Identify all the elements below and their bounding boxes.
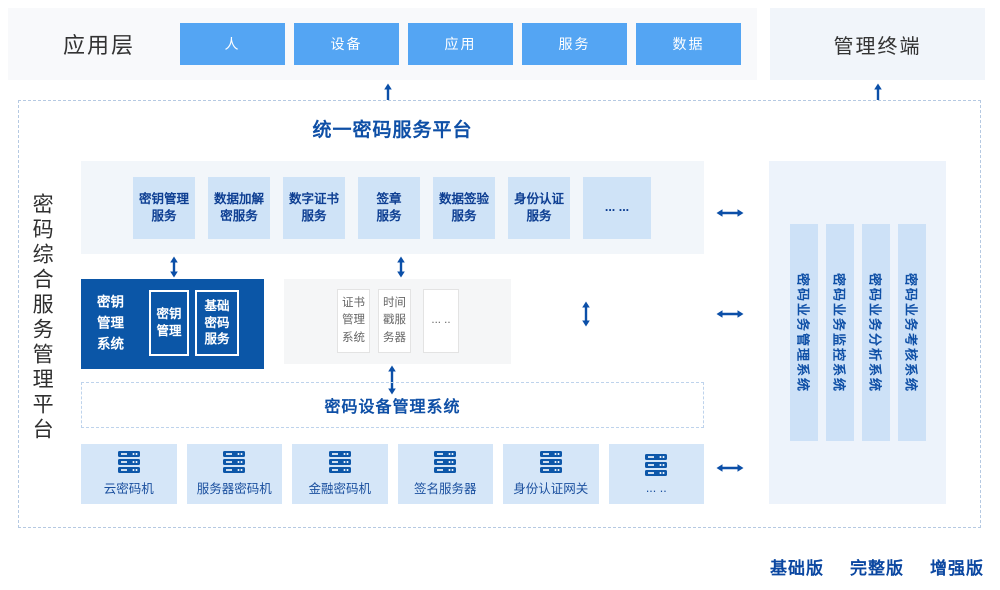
server-icon: [223, 451, 246, 473]
crypto-device-row: 云密码机 服务器密码机 金融密码机 签名服务器: [81, 444, 704, 504]
vertical-double-arrow-icon: [170, 256, 178, 278]
service-identity-auth: 身份认证 服务: [508, 177, 570, 239]
application-layer-items: 人 设备 应用 服务 数据: [180, 23, 741, 65]
device-identity-auth-gateway: 身份认证网关: [503, 444, 599, 504]
key-management-system-label: 密钥 管理 系统: [97, 294, 124, 352]
business-system-label: 密码业务分析系统: [867, 272, 882, 393]
business-system-monitoring: 密码业务监控系统: [825, 224, 854, 441]
editions-legend: 基础版 完整版 增强版: [770, 554, 984, 579]
horizontal-double-arrow-icon: [716, 464, 744, 472]
support-more: ... ..: [423, 289, 459, 353]
service-signature-seal: 签章 服务: [358, 177, 420, 239]
device-label: 身份认证网关: [513, 482, 589, 496]
server-icon: [328, 451, 351, 473]
server-icon: [117, 451, 140, 473]
application-layer-bar: 应用层 人 设备 应用 服务 数据: [8, 8, 757, 80]
business-system-management: 密码业务管理系统: [789, 224, 818, 441]
business-system-label: 密码业务管理系统: [795, 272, 810, 393]
vertical-double-arrow-icon: [582, 301, 590, 327]
business-system-label: 密码业务监控系统: [831, 272, 846, 393]
edition-complete: 完整版: [850, 559, 904, 578]
horizontal-double-arrow-icon: [716, 209, 744, 217]
horizontal-double-arrow-icon: [716, 310, 744, 318]
service-data-encryption: 数据加解 密服务: [208, 177, 270, 239]
device-server-crypto-machine: 服务器密码机: [186, 444, 282, 504]
app-item-device: 设备: [294, 23, 399, 65]
service-data-sign-verify: 数据签验 服务: [433, 177, 495, 239]
vertical-double-arrow-icon: [388, 365, 396, 395]
support-cert-management: 证书 管理 系统: [337, 289, 370, 353]
module-key-management: 密钥 管理: [149, 290, 189, 356]
device-financial-crypto-machine: 金融密码机: [292, 444, 388, 504]
vertical-double-arrow-icon: [397, 256, 405, 278]
device-cloud-crypto-machine: 云密码机: [81, 444, 177, 504]
support-timestamp-server: 时间 戳服 务器: [378, 289, 411, 353]
module-basic-crypto-service: 基础 密码 服务: [195, 290, 239, 356]
device-signature-server: 签名服务器: [397, 444, 493, 504]
app-item-application: 应用: [408, 23, 513, 65]
support-systems-box: 证书 管理 系统 时间 戳服 务器 ... ..: [284, 279, 511, 364]
device-label: 云密码机: [103, 482, 154, 496]
server-icon: [539, 451, 562, 473]
management-terminal-box: 管理终端: [770, 8, 985, 80]
edition-enhanced: 增强版: [930, 559, 984, 578]
business-system-analysis: 密码业务分析系统: [861, 224, 890, 441]
device-label: ... ..: [645, 480, 667, 495]
unified-platform-title: 统一密码服务平台: [312, 120, 473, 141]
server-icon: [434, 451, 457, 473]
device-label: 签名服务器: [413, 482, 477, 496]
business-systems-panel: 密码业务管理系统 密码业务监控系统 密码业务分析系统 密码业务考核系统: [769, 161, 946, 504]
service-digital-cert: 数字证书 服务: [283, 177, 345, 239]
device-label: 金融密码机: [308, 482, 371, 496]
app-item-service: 服务: [522, 23, 627, 65]
edition-basic: 基础版: [770, 559, 824, 578]
business-system-assessment: 密码业务考核系统: [897, 224, 926, 441]
app-item-data: 数据: [636, 23, 741, 65]
service-more: ... ...: [583, 177, 651, 239]
service-key-management: 密钥管理 服务: [133, 177, 195, 239]
device-management-system-box: 密码设备管理系统: [81, 382, 704, 428]
business-system-label: 密码业务考核系统: [903, 272, 918, 393]
unified-services-panel: 密钥管理 服务 数据加解 密服务 数字证书 服务 签章 服务 数据签验 服务 身…: [81, 161, 704, 254]
main-platform-container: 密码综合服务管理平台 统一密码服务平台 密钥管理 服务 数据加解 密服务 数字证…: [18, 100, 981, 528]
app-item-person: 人: [180, 23, 285, 65]
application-layer-label: 应用层: [63, 33, 136, 58]
device-label: 服务器密码机: [196, 482, 272, 496]
key-management-system-box: 密钥 管理 系统 密钥 管理 基础 密码 服务: [81, 279, 264, 369]
device-more: ... ..: [608, 444, 704, 504]
server-icon: [645, 453, 668, 476]
platform-side-label: 密码综合服务管理平台: [30, 193, 54, 443]
